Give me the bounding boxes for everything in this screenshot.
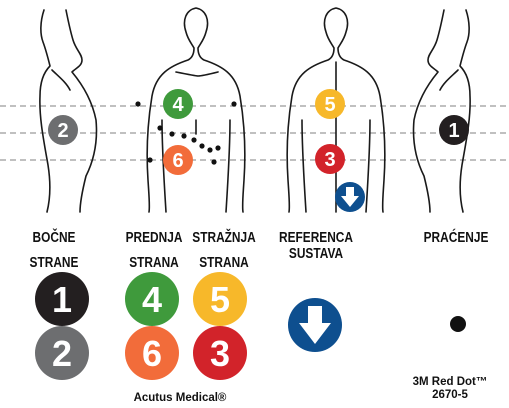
reference-marker-on-body — [335, 182, 365, 212]
side-profile-right-outline — [412, 9, 471, 213]
header-front-line2: STRANA — [129, 255, 179, 271]
down-arrow-icon — [299, 306, 331, 344]
chest-dot — [181, 133, 187, 139]
footer-3m-line1: 3M Red Dot™ — [412, 376, 488, 388]
header-tracking: PRAĆENJE — [423, 230, 489, 246]
legend-electrode-4: 4 — [125, 272, 179, 326]
electrode-5-number: 5 — [324, 94, 335, 116]
electrode-4-number: 4 — [172, 94, 184, 116]
chest-dot — [207, 147, 213, 153]
header-back: STRAŽNJA — [192, 230, 256, 246]
down-arrow-icon — [341, 187, 359, 207]
chest-dot — [199, 143, 205, 149]
electrode-4-on-body: 4 — [163, 89, 193, 119]
chest-dot — [157, 125, 163, 131]
header-side: BOČNE — [32, 230, 76, 246]
electrode-6-number: 6 — [172, 150, 183, 172]
front-chest-dots — [135, 101, 237, 165]
chest-dot — [191, 137, 197, 143]
legend-electrode-3-number: 3 — [210, 333, 230, 374]
header-back-line2: STRANA — [199, 255, 249, 271]
header-front: PREDNJA — [125, 230, 183, 246]
chest-dot — [231, 101, 237, 107]
legend-reference-marker — [288, 298, 342, 352]
electrode-6-on-body: 6 — [163, 145, 193, 175]
front-body-outline — [146, 7, 246, 213]
legend-electrode-1: 1 — [35, 272, 89, 326]
legend-electrode-5: 5 — [193, 272, 247, 326]
footer-acutus: Acutus Medical® — [133, 392, 227, 404]
chest-dot — [135, 101, 141, 107]
electrode-5-on-body: 5 — [315, 89, 345, 119]
header-reference: REFERENCA — [278, 230, 353, 246]
electrode-3-number: 3 — [324, 149, 335, 171]
legend-electrode-3: 3 — [193, 326, 247, 380]
header-reference-line2: SUSTAVA — [288, 246, 344, 262]
guide-lines — [0, 105, 509, 161]
electrode-3-on-body: 3 — [315, 144, 345, 174]
black-dot-icon — [450, 316, 466, 332]
electrode-1-on-body: 1 — [439, 115, 469, 145]
chest-dot — [215, 145, 221, 151]
legend-electrode-2-number: 2 — [52, 333, 72, 374]
legend-electrode-4-number: 4 — [142, 279, 162, 320]
electrode-2-on-body: 2 — [48, 115, 78, 145]
legend-electrode-2: 2 — [35, 326, 89, 380]
legend-electrode-5-number: 5 — [210, 279, 230, 320]
footer-3m-line2: 2670-5 — [432, 389, 468, 401]
chest-dot — [169, 131, 175, 137]
back-body-outline — [286, 7, 386, 213]
chest-dot — [147, 157, 153, 163]
side-profile-left-outline — [39, 9, 98, 213]
legend-electrode-1-number: 1 — [52, 279, 72, 320]
chest-dot — [211, 159, 217, 165]
header-side-line2: STRANE — [29, 255, 79, 271]
legend-electrode-6: 6 — [125, 326, 179, 380]
electrode-2-number: 2 — [57, 120, 68, 142]
electrode-1-number: 1 — [448, 120, 459, 142]
legend-electrode-6-number: 6 — [142, 333, 162, 374]
